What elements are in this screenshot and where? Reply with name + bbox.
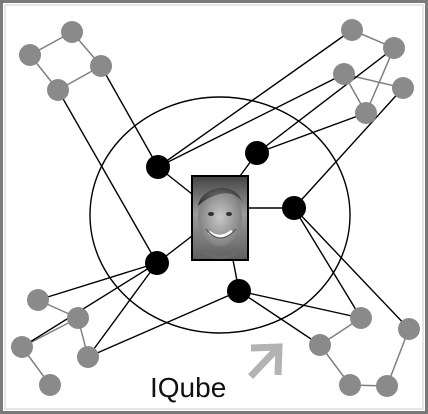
- eye-right: [226, 212, 232, 216]
- outer-node: [355, 102, 377, 124]
- hub-edges: [21, 29, 410, 358]
- outer-node: [309, 334, 331, 356]
- outer-node: [383, 37, 405, 59]
- hair-shape: [198, 187, 242, 206]
- outer-node: [398, 318, 420, 340]
- hub-nodes: [145, 141, 306, 303]
- hub-node: [145, 251, 169, 275]
- outer-node: [333, 63, 355, 85]
- mouth-outline: [205, 228, 237, 239]
- outer-node: [61, 21, 83, 43]
- outer-node: [350, 307, 372, 329]
- hub-node: [245, 141, 269, 165]
- brand-name: IQube: [150, 372, 226, 403]
- outer-node: [67, 307, 89, 329]
- hub-node: [282, 196, 306, 220]
- center-photo: [191, 175, 249, 261]
- outer-node: [27, 289, 49, 311]
- outer-node: [339, 374, 361, 396]
- eye-left: [208, 212, 214, 216]
- arrow-up-right-icon: [250, 343, 283, 376]
- inner-frame: [4, 4, 424, 410]
- outer-node: [376, 375, 398, 397]
- brand-mark: IQube: [150, 343, 283, 403]
- arrow-up-right-icon: [248, 347, 279, 379]
- hub-node: [146, 155, 170, 179]
- outer-node: [39, 374, 61, 396]
- outer-node: [341, 19, 363, 41]
- outer-node: [11, 336, 33, 358]
- outer-nodes: [11, 19, 420, 397]
- outer-node: [90, 55, 112, 77]
- hub-node: [227, 279, 251, 303]
- outer-node: [19, 44, 41, 66]
- smile: [208, 229, 233, 238]
- outer-node: [392, 77, 414, 99]
- chin-shadow: [200, 247, 242, 259]
- outer-node: [47, 79, 69, 101]
- central-ring: [89, 96, 351, 334]
- outer-node: [77, 346, 99, 368]
